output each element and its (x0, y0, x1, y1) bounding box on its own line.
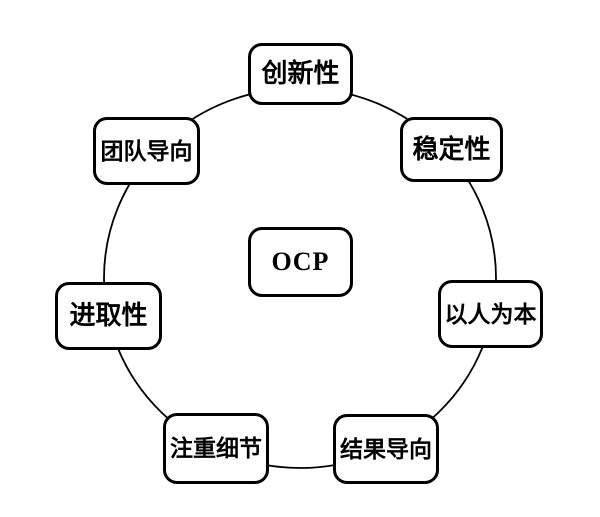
node-aggressiveness: 进取性 (55, 282, 162, 350)
node-stability: 稳定性 (400, 117, 503, 182)
node-center-ocp: OCP (248, 227, 353, 297)
node-outcome-oriented: 结果导向 (333, 414, 439, 484)
node-innovation: 创新性 (248, 43, 353, 105)
node-people-oriented: 以人为本 (438, 280, 543, 348)
node-attention-to-detail: 注重细节 (163, 413, 269, 484)
node-team-oriented: 团队导向 (93, 117, 200, 185)
